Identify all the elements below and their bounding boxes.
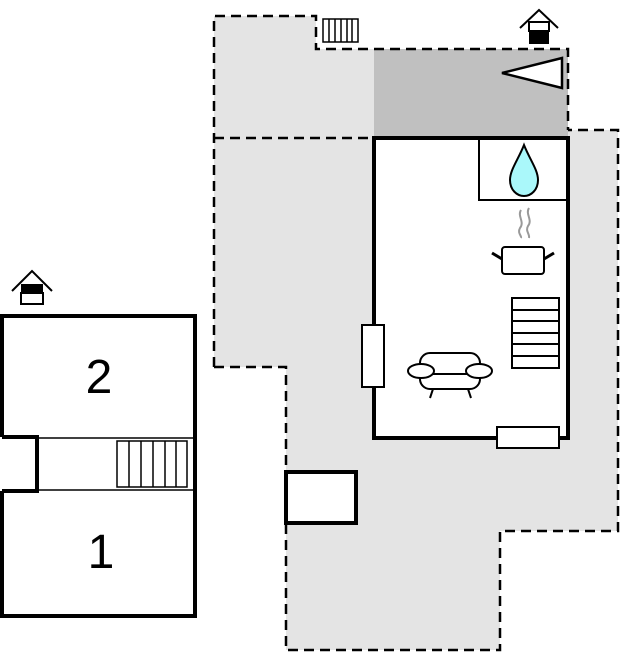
stairs-icon [116,440,188,488]
hallway-notch [2,435,39,493]
window-icon [496,426,560,449]
room-1-label: 1 [87,526,115,579]
window-icon [361,324,385,388]
stairs-icon [511,297,560,369]
sofa-icon [407,352,493,399]
triangle-marker-icon [501,56,564,90]
outdoor-table [284,470,358,525]
house-entrance-icon [11,269,53,305]
room-2-label: 2 [85,351,113,404]
upper-floor [0,269,197,618]
room-2 [0,314,197,618]
cooking-pot-icon [491,246,555,275]
house-entrance-icon [519,8,559,44]
water-drop-icon [508,142,540,198]
stairs-icon [322,18,359,43]
terrace [214,16,618,650]
covered-terrace [374,49,568,138]
kitchen-living-room [372,136,570,440]
steam-icon [518,207,531,239]
terrace-outline [212,14,620,652]
